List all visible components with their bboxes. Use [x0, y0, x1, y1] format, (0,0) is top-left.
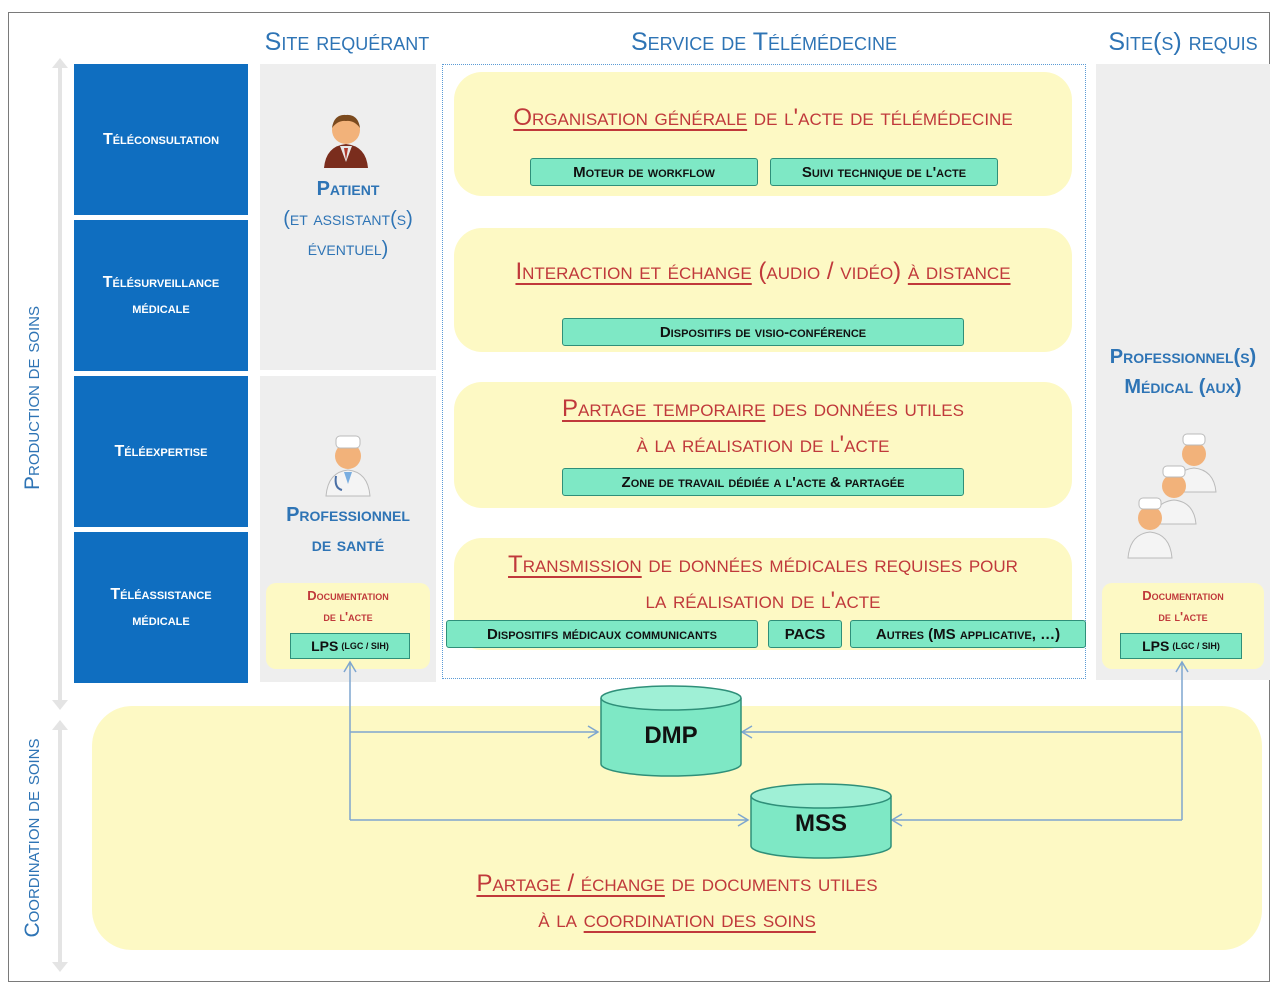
arrowhead-right-lps [1175, 660, 1189, 673]
acte-label: médicale [132, 611, 190, 629]
sites-requis-panel [1096, 64, 1270, 680]
arrowhead-dmp-right [740, 725, 753, 739]
professionnel-label-line: de santé [311, 534, 385, 556]
block-organisation-title: Organisation générale de l'acte de télém… [454, 100, 1072, 136]
header-service-telemedecine: Service de Télémédecine [630, 28, 898, 56]
arrowhead-dmp-left [587, 725, 600, 739]
documentation-title: Documentation [307, 588, 389, 603]
production-arrow [52, 58, 68, 710]
title-text: de documents utiles [664, 870, 878, 897]
title-underlined: à distance [907, 258, 1011, 285]
visio-conference-box: Dispositifs de visio-conférence [562, 318, 964, 346]
professionnel-sante-label: Professionnel de santé [260, 500, 436, 560]
documentation-subtitle: de l'acte [323, 609, 373, 624]
coordination-title-line1: Partage / échange de documents utiles [92, 866, 1262, 902]
patient-label-line: (et assistant(s) [283, 208, 413, 230]
block-organisation: Organisation générale de l'acte de télém… [454, 72, 1072, 196]
lps-label: LPS [311, 638, 339, 654]
professionnels-label-line: Professionnel(s) [1109, 346, 1257, 368]
block-interaction: Interaction et échange (audio / vidéo) à… [454, 228, 1072, 352]
title-underlined: Partage temporaire [562, 395, 766, 422]
arrowhead-mss-left [737, 813, 750, 827]
documentation-box-right: Documentation de l'acte LPS(LGC / SIH) [1102, 583, 1264, 669]
moteur-workflow-box: Moteur de workflow [530, 158, 758, 186]
autres-box: Autres (MS applicative, …) [850, 620, 1086, 648]
patient-label-line: éventuel) [307, 238, 389, 260]
acte-label: Téléassistance [110, 585, 212, 603]
doctor-icon [325, 435, 371, 497]
patient-icon [324, 114, 368, 168]
acte-label: Téléexpertise [114, 442, 208, 460]
acte-teleconsultation: Téléconsultation [74, 64, 248, 215]
block-partage-title: Partage temporaire des données utiles [454, 391, 1072, 427]
block-partage-temporaire: Partage temporaire des données utiles à … [454, 382, 1072, 508]
lps-label: LPS [1142, 638, 1170, 654]
patient-label-line: Patient [316, 178, 380, 200]
service-telemedecine-frame [442, 64, 1086, 679]
block-transmission-title: Transmission de données médicales requis… [454, 547, 1072, 583]
acte-teleexpertise: Téléexpertise [74, 376, 248, 527]
block-transmission-title-line2: la réalisation de l'acte [645, 587, 881, 614]
title-underlined: Partage / échange [476, 870, 665, 897]
acte-label: médicale [132, 299, 190, 317]
lps-box-right: LPS(LGC / SIH) [1120, 633, 1242, 659]
documentation-title: Documentation [1142, 588, 1224, 603]
pacs-box: PACS [768, 620, 842, 648]
lps-box-left: LPS(LGC / SIH) [290, 633, 410, 659]
documentation-box-left: Documentation de l'acte LPS(LGC / SIH) [266, 583, 430, 669]
dispositifs-medicaux-box: Dispositifs médicaux communicants [446, 620, 758, 648]
dmp-label: DMP [644, 722, 698, 749]
block-interaction-title: Interaction et échange (audio / vidéo) à… [454, 254, 1072, 290]
acte-label: Télésurveillance [102, 273, 220, 291]
patient-label: Patient (et assistant(s) éventuel) [260, 174, 436, 264]
title-underlined: coordination des soins [583, 906, 816, 933]
lps-sub-label: (LGC / SIH) [341, 641, 389, 651]
title-text: des données utiles [765, 395, 964, 422]
block-partage-title-line2: à la réalisation de l'acte [636, 431, 890, 458]
zone-travail-box: Zone de travail dédiée a l'acte & partag… [562, 468, 964, 496]
acte-telesurveillance: Télésurveillance médicale [74, 220, 248, 371]
title-text: de l'acte de télémédecine [747, 104, 1013, 131]
title-underlined: Interaction et échange [515, 258, 752, 285]
professionnels-medicaux-label: Professionnel(s) Médical (aux) [1096, 342, 1270, 402]
documentation-subtitle: de l'acte [1158, 609, 1208, 624]
mss-label: MSS [794, 810, 847, 837]
professionnels-label-line: Médical (aux) [1124, 376, 1242, 398]
title-text: à la [538, 906, 584, 933]
header-sites-requis: Site(s) requis [1108, 28, 1258, 56]
title-text: (audio / vidéo) [751, 258, 908, 285]
title-underlined: Organisation générale [513, 104, 748, 131]
doctors-group-icon [1127, 433, 1217, 559]
title-underlined: Transmission [508, 551, 642, 578]
header-site-requerant: Site requérant [264, 28, 430, 56]
coordination-arrow [52, 720, 68, 972]
coordination-title-line2: à la coordination des soins [92, 902, 1262, 938]
arrowhead-left-lps [343, 660, 357, 673]
dmp-cylinder [600, 685, 742, 777]
acte-label: Téléconsultation [102, 130, 220, 148]
suivi-technique-box: Suivi technique de l'acte [770, 158, 998, 186]
professionnel-label-line: Professionnel [286, 504, 410, 526]
title-text: de données médicales requises pour [641, 551, 1018, 578]
lps-sub-label: (LGC / SIH) [1172, 641, 1220, 651]
acte-teleassistance: Téléassistance médicale [74, 532, 248, 683]
mss-cylinder [750, 783, 892, 859]
arrowhead-mss-right [890, 813, 903, 827]
